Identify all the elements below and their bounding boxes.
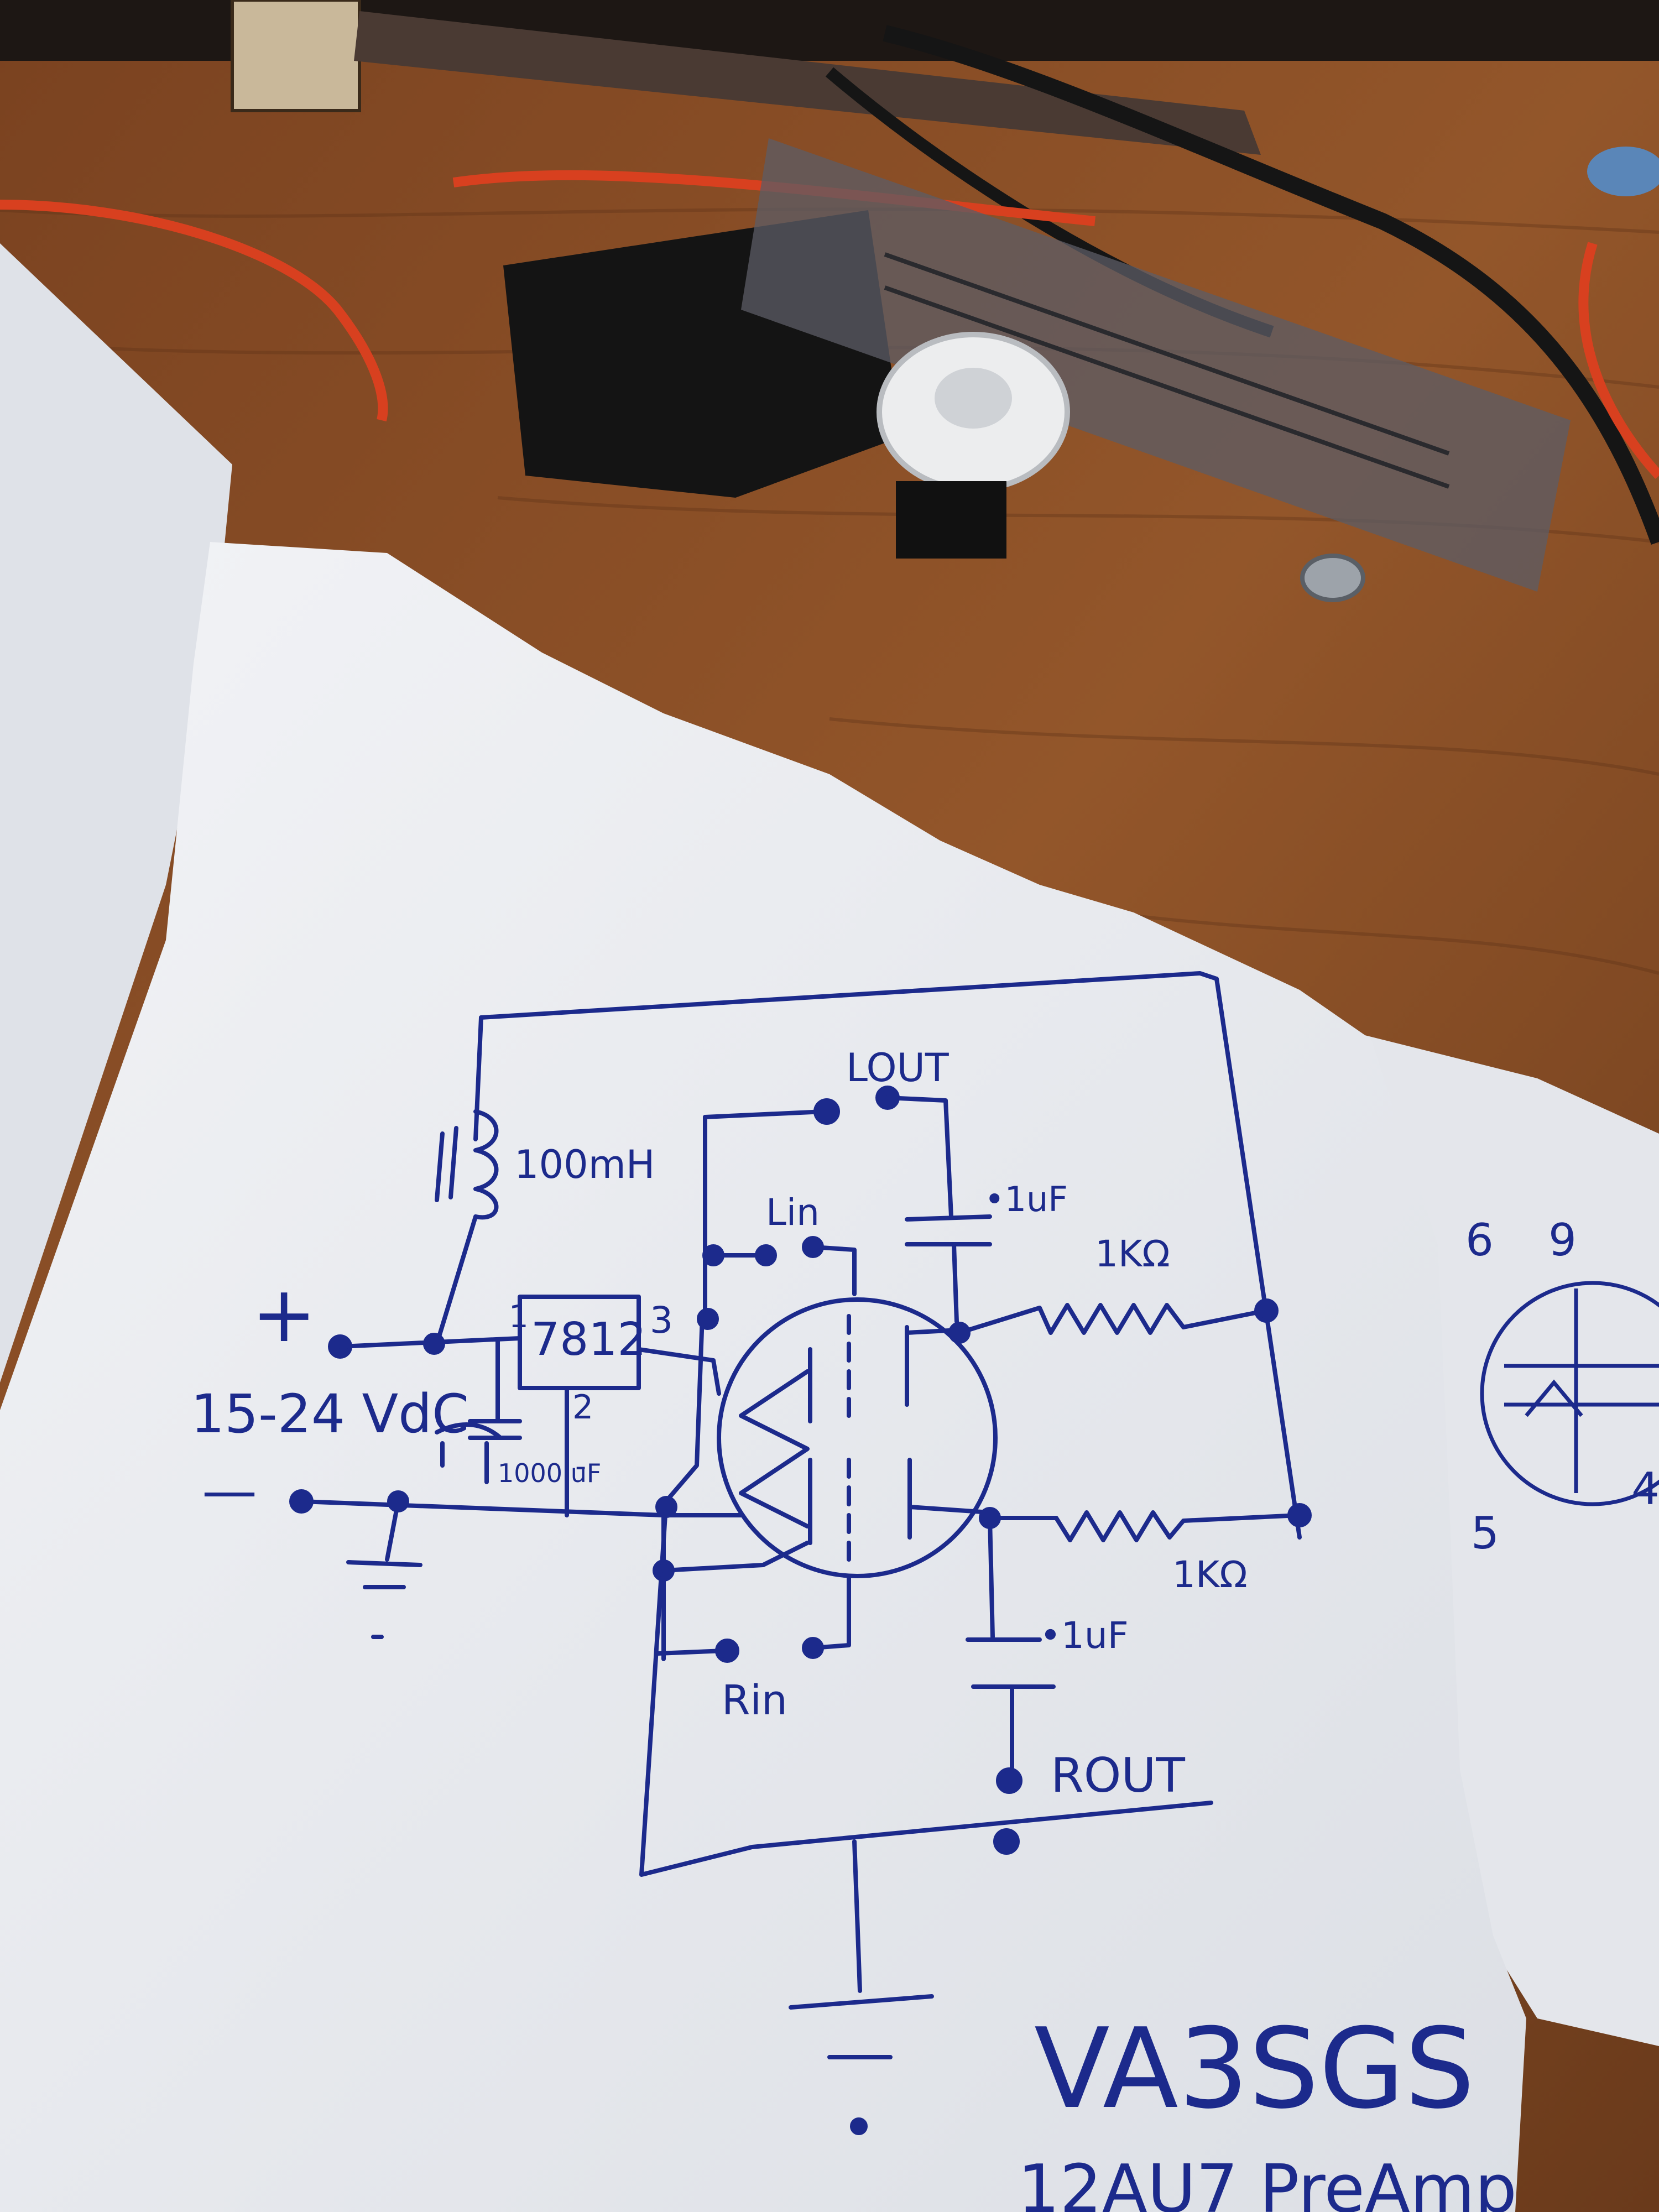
- resistor-top-label: 1KΩ: [1095, 1233, 1170, 1275]
- node-inductor: [423, 1333, 445, 1355]
- supply-plus-label: +: [252, 1270, 316, 1360]
- ground-left: [346, 1499, 422, 1639]
- filter-cap-label: 1000 uF: [498, 1458, 601, 1488]
- metal-nut: [1300, 554, 1365, 602]
- lout-jack-a: [813, 1098, 840, 1125]
- node-left-bus-a: [655, 1496, 677, 1518]
- pin-label-6: 6: [1465, 1214, 1494, 1266]
- left-bus: [639, 1115, 1213, 1877]
- inductor-core: [435, 1126, 458, 1202]
- circuit-title: 12AU7 PreAmp: [1018, 2151, 1517, 2212]
- rout-jack: [996, 1767, 1022, 1794]
- red-wire-top: [452, 170, 1095, 226]
- callsign-label: VA3SGS: [1034, 2005, 1475, 2133]
- resistor-bottom-label: 1KΩ: [1172, 1553, 1248, 1596]
- left-input-label: Lin: [766, 1191, 820, 1234]
- pin-label-5: 5: [1471, 1507, 1499, 1559]
- left-output-label: LOUT: [846, 1045, 949, 1091]
- white-tube-socket-hole: [935, 368, 1012, 429]
- component-tube-clear: [741, 138, 1571, 592]
- tube-pinout-sketch: [1480, 1281, 1659, 1506]
- ground-main-dot: [850, 2117, 868, 2135]
- blue-capacitor: [1587, 147, 1659, 196]
- regulator-pin-gnd: 2: [572, 1388, 593, 1427]
- rin-jack-a: [715, 1639, 739, 1663]
- regulator-pin-in: 1: [509, 1299, 529, 1335]
- node-rail-right-top: [1254, 1298, 1279, 1323]
- tube-plate-bot: [907, 1458, 992, 1540]
- node-rail-right-bot: [1287, 1503, 1312, 1527]
- node-ground-bus: [993, 1828, 1020, 1855]
- cap-bottom-label: •1uF: [1040, 1614, 1129, 1657]
- cap-bottom: [966, 1516, 1056, 1777]
- right-output-label: ROUT: [1051, 1748, 1185, 1803]
- node-3: [697, 1308, 719, 1330]
- small-circuit-board: [231, 0, 361, 112]
- right-input-label: Rin: [722, 1677, 787, 1724]
- paper-main-sheet: [0, 542, 1526, 2212]
- pin-label-9: 9: [1548, 1214, 1577, 1266]
- supply-voltage-label: 15-24 VdC: [191, 1383, 469, 1445]
- red-wire-right: [1578, 242, 1659, 479]
- rail-top: [479, 971, 1302, 1540]
- filter-cap-polarity: -: [575, 1448, 586, 1484]
- tube-heater: [739, 1369, 810, 1528]
- lin-jack-a: [755, 1244, 777, 1266]
- input-cap: [468, 1339, 522, 1440]
- inductor-coil: [473, 1109, 499, 1220]
- lout-wire: [703, 1109, 826, 1119]
- small-black-component: [896, 481, 1006, 559]
- desk-clutter: [0, 0, 1659, 602]
- regulator-pin-out: 3: [650, 1299, 673, 1342]
- ground-main: [789, 1839, 934, 2126]
- metal-file-tool: [354, 11, 1261, 155]
- resistor-top: [957, 1303, 1269, 1335]
- filter-cap-1000uf: [435, 1422, 503, 1484]
- red-wire-left: [0, 200, 388, 422]
- rin-wire: [656, 1648, 727, 1656]
- regulator-label: 7812: [531, 1313, 646, 1366]
- node-lin-a: [702, 1244, 724, 1266]
- schematic-labels: 100mH 7812 1 2 3 + — 15-24 VdC 1000 uF -…: [191, 1045, 1517, 2212]
- schematic-drawing: [289, 971, 1312, 2135]
- inductor-label: 100mH: [514, 1142, 655, 1187]
- cap-top-label: •1uF: [984, 1179, 1068, 1219]
- resistor-bottom: [988, 1510, 1302, 1542]
- pin-label-4: 4: [1631, 1463, 1659, 1515]
- ic-pins-row: [884, 252, 1450, 489]
- inductor-lead: [435, 1214, 478, 1346]
- paper-left-sheet: [0, 243, 232, 1383]
- rail-left-drop: [473, 1015, 483, 1141]
- cap-top: [905, 1214, 992, 1324]
- black-cable: [883, 25, 1659, 545]
- regulator-7812: [518, 1295, 641, 1390]
- tube-12au7: [717, 1297, 998, 1578]
- supply-minus-label: —: [202, 1458, 257, 1523]
